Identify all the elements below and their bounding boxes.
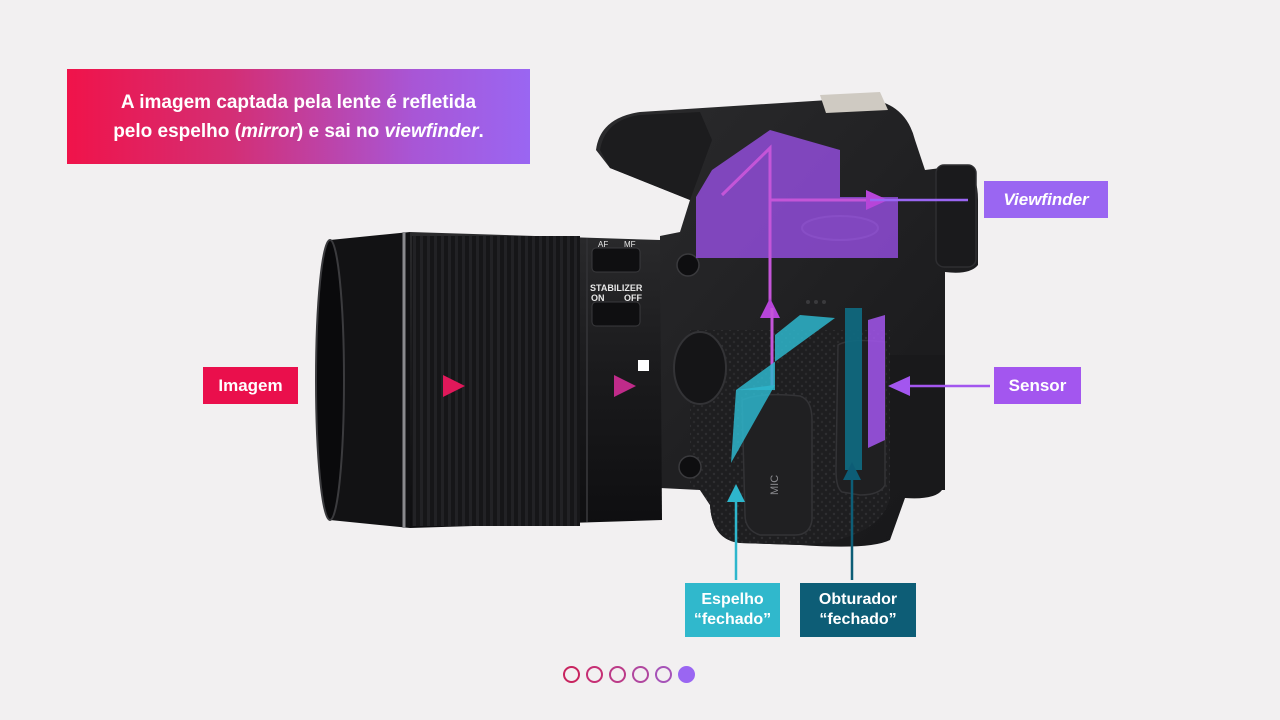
stabilizer-off-marking: OFF xyxy=(624,293,642,303)
stabilizer-on-marking: ON xyxy=(591,293,605,303)
obturador-label-line-1: Obturador xyxy=(818,591,898,608)
headline-line-2: pelo espelho (mirror) e sai no viewfinde… xyxy=(113,120,484,142)
espelho-label-line-2: “fechado” xyxy=(693,611,772,628)
slide-pagination xyxy=(563,666,695,683)
prism-reflection-path xyxy=(720,144,772,308)
pentaprism-shape xyxy=(696,130,898,258)
mf-marking: MF xyxy=(624,240,636,249)
af-marking: AF xyxy=(598,240,608,249)
light-path-overlay xyxy=(312,130,990,580)
page-dot-2[interactable] xyxy=(586,666,603,683)
page-dot-6-current[interactable] xyxy=(678,666,695,683)
ray-arrow-1 xyxy=(443,375,465,397)
espelho-label-line-1: Espelho xyxy=(701,591,764,608)
page-dot-4[interactable] xyxy=(632,666,649,683)
shutter-shape xyxy=(845,308,862,470)
lens: STABILIZER ON OFF AF MF xyxy=(315,232,662,528)
page-dot-1[interactable] xyxy=(563,666,580,683)
headline-line-1: A imagem captada pela lente é refletida xyxy=(120,91,477,113)
page-dot-3[interactable] xyxy=(609,666,626,683)
sensor-label: Sensor xyxy=(994,367,1081,404)
headline-banner: A imagem captada pela lente é refletida … xyxy=(67,69,530,164)
espelho-label: Espelho “fechado” xyxy=(685,583,780,637)
imagem-label: Imagem xyxy=(203,367,298,404)
obturador-label: Obturador “fechado” xyxy=(800,583,916,637)
obturador-label-line-2: “fechado” xyxy=(819,611,897,628)
page-dot-5[interactable] xyxy=(655,666,672,683)
viewfinder-label: Viewfinder xyxy=(984,181,1108,218)
mic-marking: MIC xyxy=(769,475,781,495)
stabilizer-marking: STABILIZER xyxy=(590,283,643,293)
sensor-shape xyxy=(868,315,885,448)
mirror-shape xyxy=(736,315,835,390)
ray-arrow-2 xyxy=(614,375,636,397)
